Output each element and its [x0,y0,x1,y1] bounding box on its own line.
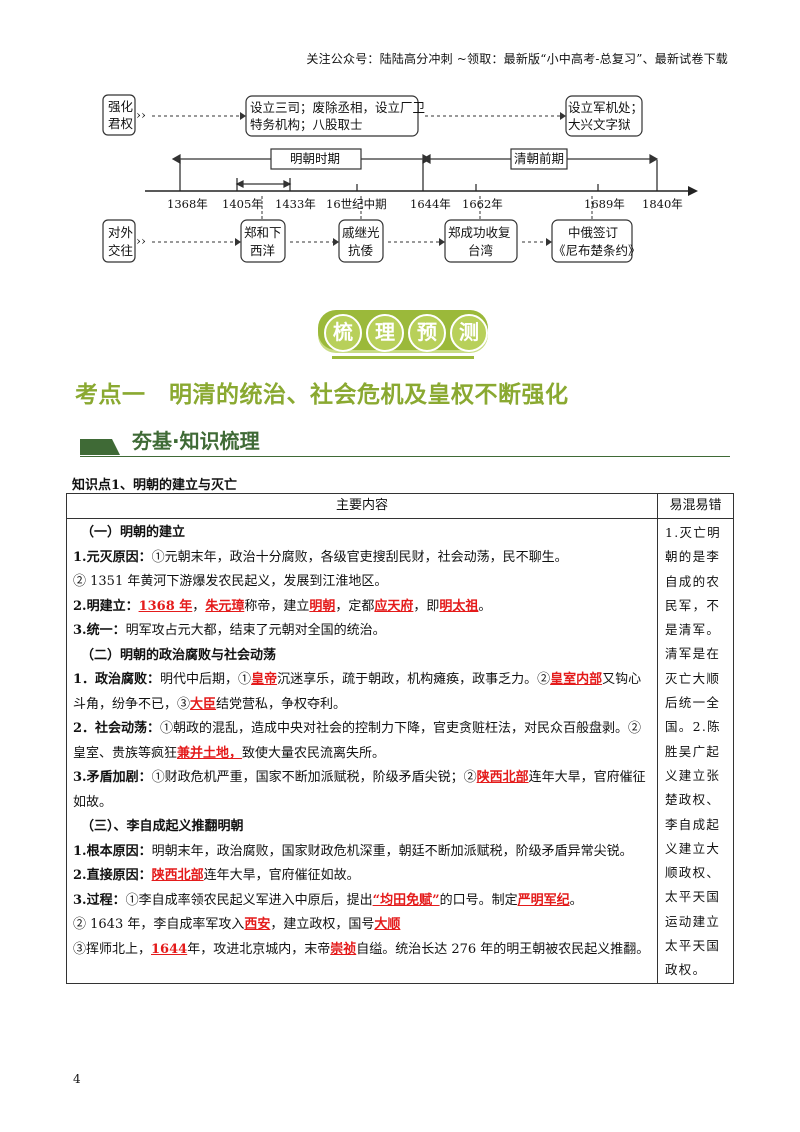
section-heading: （三）、李自成起义推翻明朝 [81,819,244,834]
timeline-event-box [551,219,633,263]
content-table: 主要内容 易混易错 （一）明朝的建立 1.元灭原因：①元朝末年，政治十分腐败，各… [66,493,734,984]
period-label: 明朝时期 [290,151,340,166]
page-header: 关注公众号：陆陆高分冲刺 ~领取：最新版“小中高考-总复习”、最新试卷下载 [306,52,728,66]
event-text: 设立三司；废除丞相，设立厂卫 [250,100,425,115]
svg-text:››: ›› [136,233,146,248]
section-banner: 梳 理 预 测 [318,310,488,359]
paragraph: 3.过程：①李自成率领农民起义军进入中原后，提出“均田免赋”的口号。制定严明军纪… [73,892,583,908]
year-label: 16世纪中期 [326,197,387,211]
subheading: 夯基·知识梳理 [80,425,730,457]
paragraph: 3.矛盾加剧：①财政危机严重，国家不断加派赋税，阶级矛盾尖锐；②陕西北部连年大旱… [73,770,646,810]
section-heading: （一）明朝的建立 [81,525,186,540]
event-text: 台湾 [468,243,493,258]
timeline-diagram: ›› ›› [102,94,698,263]
banner-char: 梳 [324,314,362,352]
subheading-bar-icon [80,439,120,455]
paragraph: 3.统一：明军攻占元大都，结束了元朝对全国的统治。 [73,623,386,638]
paragraph: ② 1643 年，李自成率军攻入西安，建立政权，国号大顺 [73,917,401,932]
event-text: 中俄签订 [568,225,618,240]
event-text: 大兴文字狱 [568,117,631,132]
row-label: 君权 [108,116,134,131]
paragraph: ③挥师北上，1644年，攻进北京城内，末帝崇祯自缢。统治长达 276 年的明王朝… [73,941,650,957]
paragraph: 2.直接原因：陕西北部连年大旱，官府催征如故。 [73,868,360,883]
banner-char: 理 [366,314,404,352]
year-label: 1433年 [275,197,316,211]
year-label: 1644年 [410,197,451,211]
col-header-side: 易混易错 [657,493,734,519]
year-label: 1840年 [642,197,683,211]
main-content-cell: （一）明朝的建立 1.元灭原因：①元朝末年，政治十分腐败，各级官吏搜刮民财，社会… [66,518,658,984]
svg-text:››: ›› [136,107,146,122]
kaodian-title: 考点一 明清的统治、社会危机及皇权不断强化 [75,382,569,408]
event-text: 特务机构；八股取士 [250,117,363,132]
paragraph: 2.明建立：1368 年，朱元璋称帝，建立明朝，定都应天府，即明太祖。 [73,598,492,614]
year-label: 1405年 [222,197,263,211]
paragraph: 1.根本原因：明朝末年，政治腐败，国家财政危机深重，朝廷不断加派赋税，阶级矛盾异… [73,843,633,859]
timeline-label-box [102,94,136,136]
section-heading: （二）明朝的政治腐败与社会动荡 [81,647,277,663]
event-text: 设立军机处； [568,100,643,115]
col-header-main: 主要内容 [66,493,658,519]
timeline-event-box [338,219,384,263]
paragraph: 1．政治腐败：明代中后期，①皇帝沉迷享乐，疏于朝政，机构瘫痪，政事乏力。②皇室内… [73,672,642,712]
event-text: 戚继光 [342,225,380,240]
subheading-text: 夯基·知识梳理 [132,429,260,453]
event-text: 郑成功收复 [448,225,511,240]
row-label: 交往 [108,243,133,258]
year-label: 1662年 [462,197,503,211]
page-number: 4 [73,1072,81,1086]
paragraph: 2．社会动荡：①朝政的混乱，造成中央对社会的控制力下降，官吏贪赃枉法，对民众百般… [73,721,642,761]
year-label: 1368年 [167,197,208,211]
paragraph: 1.元灭原因：①元朝末年，政治十分腐败，各级官吏搜刮民财，社会动荡，民不聊生。 [73,549,568,565]
timeline-event-box [240,219,286,263]
timeline-event-box [444,219,518,263]
banner-char: 测 [450,314,488,352]
banner-char: 预 [408,314,446,352]
event-text: 《尼布楚条约》 [553,243,641,258]
timeline-label-box [102,219,136,263]
side-notes-cell: 1.灭亡明朝的是李自成的农民军，不是清军。清军是在灭亡大顺后统一全国。2.陈胜吴… [657,518,734,984]
row-label: 强化 [108,99,134,114]
row-label: 对外 [108,225,134,240]
event-text: 抗倭 [348,243,374,258]
year-label: 1689年 [584,197,625,211]
knowledge-point-title: 知识点1、明朝的建立与灭亡 [72,478,238,493]
event-text: 西洋 [250,243,275,258]
period-label: 清朝前期 [514,151,564,166]
event-text: 郑和下 [244,225,282,240]
paragraph: ② 1351 年黄河下游爆发农民起义，发展到江淮地区。 [73,574,388,589]
